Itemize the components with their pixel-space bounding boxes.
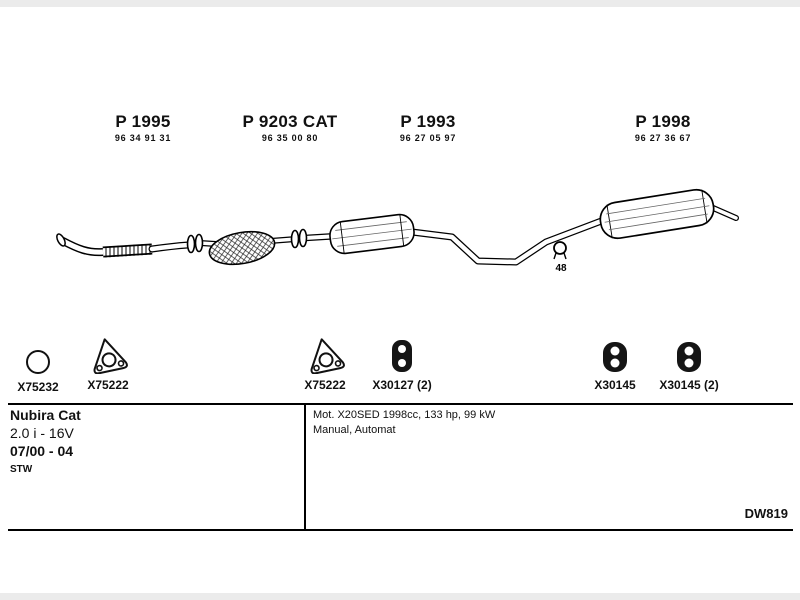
tail-pipe — [408, 216, 608, 266]
exhaust-system-drawing: 48 — [56, 188, 739, 274]
engine-transmission: Manual, Automat — [313, 424, 396, 437]
engine-info-panel: Mot. X20SED 1998cc, 133 hp, 99 kW Manual… — [313, 408, 495, 439]
mid-front-pipe — [148, 241, 192, 253]
part-item: X75222 — [78, 336, 138, 392]
part-id: X30145 — [594, 378, 636, 392]
part-group-code: P 1998 — [635, 112, 691, 131]
rubber-hanger-icon — [392, 340, 412, 372]
front-pipe — [56, 233, 107, 257]
flange-joint-front — [186, 233, 204, 254]
vertical-divider-line — [304, 403, 306, 531]
rubber-hanger-icon — [603, 342, 627, 372]
drawing-code: DW819 — [744, 506, 788, 521]
vehicle-info-panel: Nubira Cat 2.0 i - 16V 07/00 - 04 STW — [10, 407, 81, 477]
clamp-size-label: 48 — [555, 263, 567, 274]
section-catalyst-label: P 9203 CAT 96 35 00 80 — [215, 112, 365, 143]
part-group-number: 96 35 00 80 — [261, 133, 319, 143]
part-id: X75222 — [304, 378, 346, 392]
vehicle-years: 07/00 - 04 — [10, 442, 74, 459]
part-item: X30127 (2) — [362, 336, 442, 392]
flange-joint-middle — [290, 228, 308, 249]
part-group-code: P 1995 — [115, 112, 171, 131]
vehicle-engine: 2.0 i - 16V — [10, 424, 74, 441]
flange-gasket-icon — [310, 338, 345, 374]
part-id: X30145 (2) — [659, 378, 719, 392]
part-id: X75232 — [17, 380, 59, 394]
section-middle-muffler-label: P 1993 96 27 05 97 — [368, 112, 488, 143]
rubber-hanger-icon — [677, 342, 701, 372]
image-margin-top — [0, 0, 800, 7]
part-group-number: 96 27 05 97 — [399, 133, 457, 143]
part-item: X30145 — [585, 336, 645, 392]
clamp-icon — [553, 241, 567, 260]
part-group-number: 96 34 91 31 — [114, 133, 172, 143]
vehicle-model: Nubira Cat — [10, 407, 81, 423]
flex-pipe-section — [102, 243, 153, 258]
part-id: X30127 (2) — [372, 378, 432, 392]
top-divider-line — [8, 403, 793, 405]
part-id: X75222 — [87, 378, 129, 392]
part-group-number: 96 27 36 67 — [634, 133, 692, 143]
rear-muffler — [599, 188, 715, 240]
catalytic-converter — [208, 230, 276, 266]
middle-muffler — [329, 213, 415, 255]
image-margin-bottom — [0, 593, 800, 600]
part-item: X75222 — [295, 336, 355, 392]
vehicle-body-type: STW — [10, 463, 33, 475]
bottom-divider-line — [8, 529, 793, 531]
section-rear-muffler-label: P 1998 96 27 36 67 — [602, 112, 724, 143]
part-item: X30145 (2) — [650, 336, 728, 392]
flange-gasket-icon — [93, 338, 128, 374]
part-group-code: P 9203 CAT — [242, 112, 338, 131]
section-front-pipe-label: P 1995 96 34 91 31 — [83, 112, 203, 143]
engine-motor-spec: Mot. X20SED 1998cc, 133 hp, 99 kW — [313, 409, 496, 421]
gasket-ring-icon — [26, 350, 50, 374]
part-item: X75232 — [10, 338, 66, 394]
part-group-code: P 1993 — [400, 112, 456, 131]
